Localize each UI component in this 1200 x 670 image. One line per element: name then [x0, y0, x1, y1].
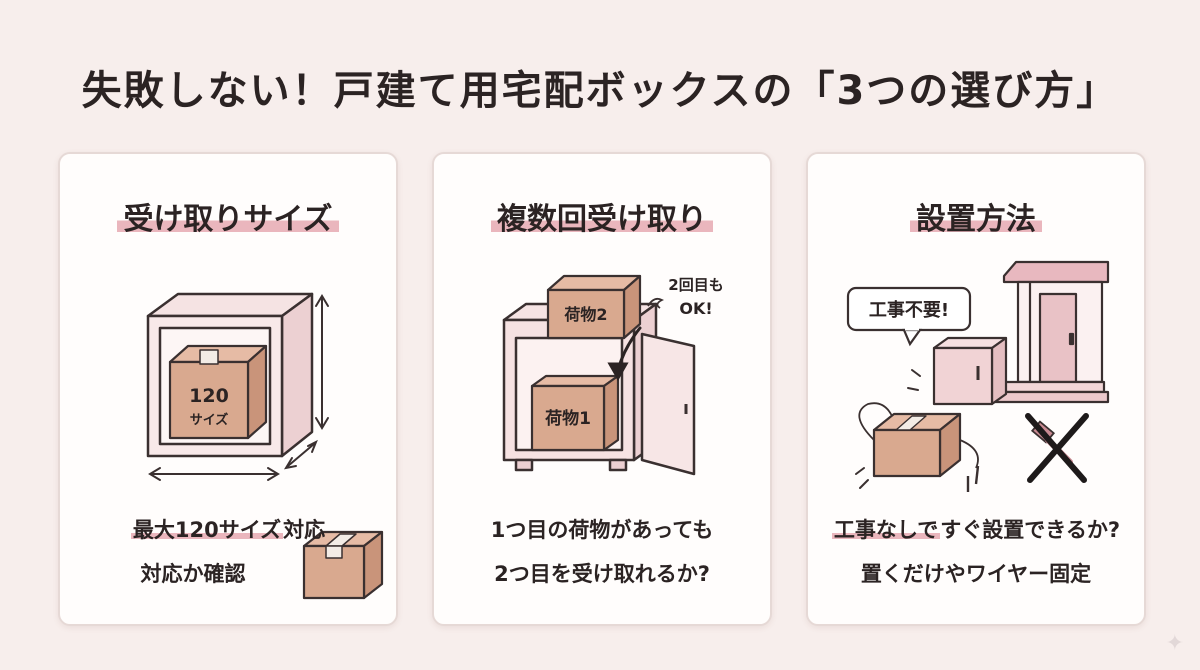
- package-2-icon: [546, 274, 642, 340]
- card-install-method: 設置方法 工事不要!: [806, 152, 1146, 626]
- card-caption-line1: 1つ目の荷物があっても: [490, 518, 714, 542]
- box-size-number: 120: [189, 385, 229, 407]
- card-heading-text: 設置方法: [910, 194, 1042, 238]
- card-caption-line2: 2つ目を受け取れるか?: [494, 562, 710, 586]
- squiggle-icon: [647, 297, 665, 309]
- installation-illustration: 工事不要!: [846, 260, 1110, 492]
- caption-highlight: 工事なしで: [831, 518, 941, 542]
- package-with-wire-icon: [858, 402, 980, 492]
- card-caption-line2: 対応か確認: [140, 562, 246, 586]
- package-1-icon: [530, 374, 620, 452]
- card-caption-line2: 置くだけやワイヤー固定: [860, 562, 1092, 586]
- package-icon: [168, 344, 268, 440]
- dimension-arrows-icon: [148, 294, 329, 481]
- card-heading: 複数回受け取り: [434, 194, 770, 238]
- note-line2: OK!: [679, 299, 712, 318]
- card-heading-text: 受け取りサイズ: [117, 194, 339, 238]
- house-entrance-icon: [988, 260, 1110, 404]
- delivery-box-icon: [932, 336, 1008, 406]
- caption-highlight: 最大120サイズ: [130, 518, 284, 542]
- card-heading-text: 複数回受け取り: [491, 194, 713, 238]
- page-title: 失敗しない！戸建て用宅配ボックスの「3つの選び方」: [81, 68, 1119, 114]
- package-2-label: 荷物2: [564, 305, 607, 324]
- card-receive-size: 受け取りサイズ 120 サイズ: [58, 152, 398, 626]
- no-construction-bubble-text: 工事不要!: [869, 299, 949, 321]
- arrow-down-icon: [607, 326, 642, 382]
- package-1-label: 荷物1: [545, 408, 591, 429]
- card-caption-line1: 最大120サイズ対応: [60, 510, 396, 550]
- card-heading: 設置方法: [808, 194, 1144, 238]
- card-multiple-receive: 複数回受け取り 荷物1 荷物2: [432, 152, 772, 626]
- caption-rest: 対応: [283, 518, 326, 542]
- multiple-receive-illustration: 荷物1 荷物2 2回目も OK!: [502, 274, 724, 476]
- card-caption-line1: 工事なしですぐ設置できるか?: [808, 510, 1144, 550]
- package-icon: [302, 530, 384, 600]
- caption-rest: すぐ設置できるか?: [940, 518, 1121, 542]
- speech-bubble-icon: [846, 286, 972, 347]
- card-heading: 受け取りサイズ: [60, 194, 396, 238]
- box-size-unit: サイズ: [190, 412, 229, 428]
- sparkle-icon: ✦: [1165, 631, 1184, 656]
- delivery-box-size-illustration: 120 サイズ: [146, 292, 329, 481]
- note-line1: 2回目も: [668, 276, 723, 294]
- no-hammer-icon: [1025, 413, 1089, 483]
